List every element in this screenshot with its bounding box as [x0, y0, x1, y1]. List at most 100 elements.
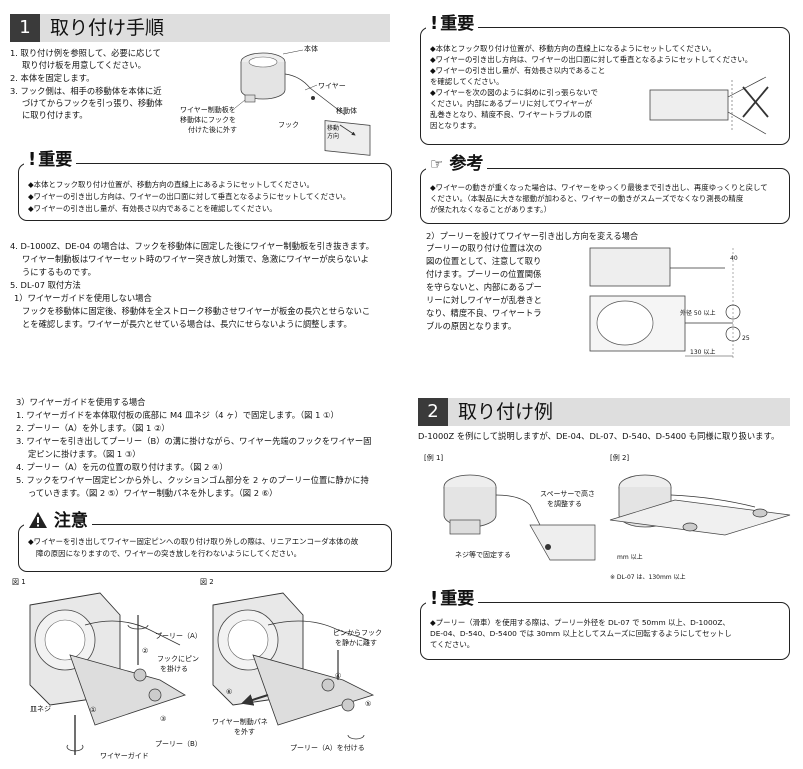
para5-line: 5. DL-07 取付方法 — [10, 280, 81, 290]
pulley-position-diagram — [589, 247, 741, 358]
warning-triangle-icon — [29, 512, 47, 528]
section-number: 1 — [10, 14, 40, 42]
fig2-pulley-a: プーリー（A）を付ける — [290, 744, 365, 752]
fig2-pinhook-1: ピンからフック — [333, 629, 382, 637]
para5-line: 1）ワイヤーガイドを使用しない場合 — [14, 293, 152, 303]
step-3b: づけてからフックを引っ張り、移動体 — [22, 98, 163, 108]
fig2-brake-2: を外す — [234, 728, 255, 736]
figure-1-drawing — [29, 592, 186, 755]
caution-box — [18, 524, 392, 572]
reference-item: ◆ワイヤーの動きが重くなった場合は、ワイヤーをゆっくり最後まで引き出し、再度ゆっ… — [430, 183, 768, 192]
step-1b: 取り付け板を用意してください。 — [22, 60, 146, 70]
exclamation-icon: ! — [28, 149, 37, 170]
fig2-num-5: ⑤ — [365, 700, 372, 708]
section-number: 2 — [418, 398, 448, 426]
fig1-guide: ワイヤーガイド — [100, 752, 149, 760]
dim-outer: 外径 50 以上 — [680, 310, 716, 317]
section-title: 取り付け手順 — [50, 17, 165, 39]
pulley-note-line: リーに対しワイヤーが乱巻きと — [426, 295, 542, 305]
reference-box — [420, 168, 790, 224]
step-1a: 1. 取り付け例を参照して、必要に応じて — [10, 48, 161, 58]
mounting-diagram — [234, 49, 371, 156]
important-item: てください。 — [430, 640, 475, 649]
label-hook: フック — [278, 121, 299, 129]
important-item: ◆本体とフック取り付け位置が、移動方向の直線上にあるようにセットしてください。 — [28, 180, 314, 189]
important-item: ◆ワイヤーの引き出し方向は、ワイヤーの出口面に対して垂直となるようにセットしてく… — [430, 55, 753, 64]
important-label-left: !重要 — [24, 149, 77, 170]
fig1-pulley-b: プーリー（B） — [155, 740, 202, 748]
ex1-spacer-2: を調整する — [547, 500, 582, 508]
fig2-pinhook-2: を静かに離す — [335, 639, 377, 647]
step-3a: 3. フック側は、相手の移動体を本体に近 — [10, 86, 162, 96]
pulley-note-line: を守らないと、内部にあるプー — [426, 282, 542, 292]
reference-item: が保たれなくなることがあります。） — [430, 205, 552, 214]
figure-2-label: 図 2 — [200, 578, 214, 586]
ex1-screw: ネジ等で固定する — [455, 551, 511, 559]
para4-line: 4. D-1000Z、DE-04 の場合は、フックを移動体に固定した後にワイヤー… — [10, 241, 374, 251]
example-1-drawing — [443, 474, 596, 561]
fig2-num-6: ⑥ — [226, 688, 233, 696]
exclamation-icon: ! — [430, 13, 439, 34]
pulley-note-line: ブルの原因となります。 — [426, 321, 517, 331]
fig2-num-4: ④ — [335, 672, 342, 680]
section-title: 取り付け例 — [458, 401, 554, 423]
caution-item: ◆ワイヤーを引き出してワイヤー固定ピンへの取り付け取り外しの際は、リニアエンコー… — [28, 537, 359, 546]
label-dir-2: 方向 — [327, 133, 340, 140]
important-item: 因となります。 — [430, 121, 481, 130]
pulley-note-line: 付けます。プーリーの位置関係 — [426, 269, 542, 279]
fig1-hookpin-2: を掛ける — [160, 665, 188, 673]
para3-line: 3. ワイヤーを引き出してプーリー（B）の溝に掛けながら、ワイヤー先端のフックを… — [16, 436, 372, 446]
reference-label: ☞ 参考 — [426, 154, 488, 174]
caution-item: 障の原因になりますので、ワイヤーの突き放しを行わないようにしてください。 — [36, 549, 301, 558]
fig1-num-3: ③ — [160, 715, 167, 723]
section-2-header: 2 取り付け例 — [418, 398, 790, 426]
fig2-brake-1: ワイヤー制動パネ — [212, 718, 268, 726]
label-wire: ワイヤー — [318, 82, 346, 90]
para4-line: うにするものです。 — [22, 267, 96, 277]
para3-line: っていきます。（図 2 ⑤）ワイヤー制動パネを外します。（図 2 ⑥） — [28, 488, 278, 498]
ex2-dim: mm 以上 — [617, 554, 643, 561]
fig1-pulley-a: プーリー（A） — [155, 632, 202, 640]
fig1-hookpin-1: フックにピン — [157, 655, 199, 663]
important-item: 乱巻きとなり、精度不良、ワイヤートラブルの原 — [430, 110, 592, 119]
important-item: ◆ワイヤーの引き出し量が、有効長さ以内であることを確認してください。 — [28, 204, 277, 213]
important-box-left — [18, 163, 392, 221]
step-3c: に取り付けます。 — [22, 110, 88, 120]
caution-label: 注意 — [24, 511, 92, 531]
important-item: ◆ワイヤーの引き出し方向は、ワイヤーの出口面に対して垂直となるようにセットしてく… — [28, 192, 351, 201]
para3-line: 3）ワイヤーガイドを使用する場合 — [16, 397, 146, 407]
section-2-intro: D-1000Z を例にして説明しますが、DE-04、DL-07、D-540、D-… — [418, 431, 780, 441]
exclamation-icon: ! — [430, 588, 439, 609]
label-mover: 移動体 — [336, 107, 357, 115]
step-2: 2. 本体を固定します。 — [10, 73, 95, 83]
dim-height: 40 — [730, 255, 738, 262]
dim-offset: 25 — [742, 335, 750, 342]
pulley-note-line: プーリーの取り付け位置は次の — [426, 243, 543, 253]
pulley-note-line: 図の位置として、注意して取り — [426, 256, 542, 266]
dim-length: 130 以上 — [690, 349, 716, 356]
fig1-num-2: ② — [142, 647, 149, 655]
label-brake-1: ワイヤー制動板を — [180, 106, 236, 114]
section-1-header: 1 取り付け手順 — [10, 14, 390, 42]
example-1-label: [例 1] — [424, 454, 444, 462]
label-dir-1: 移動 — [327, 125, 340, 132]
example-2-label: [例 2] — [610, 454, 630, 462]
important-item: DE-04、D-540、D-5400 では 30mm 以上としてスムーズに回転す… — [430, 629, 732, 638]
important-item: ◆プーリー（滑車）を使用する際は、プーリー外径を DL-07 で 50mm 以上… — [430, 618, 730, 627]
label-body: 本体 — [304, 45, 318, 53]
important-item: ◆本体とフック取り付け位置が、移動方向の直線上になるようにセットしてください。 — [430, 44, 716, 53]
reference-item: ください。（本製品に大きな振動が加わると、ワイヤーの動きがスムーズでなくなり測長… — [430, 194, 744, 203]
important-box-right — [420, 27, 790, 145]
important-box-bottom — [420, 602, 790, 660]
fig1-screw: 皿ネジ — [30, 705, 51, 713]
example-2-drawing — [609, 474, 791, 536]
figure-2-drawing — [212, 592, 375, 740]
para3-line: 1. ワイヤーガイドを本体取付板の底部に M4 皿ネジ（4 ヶ）で固定します。（… — [16, 410, 339, 420]
important-item: を確認してください。 — [430, 77, 504, 86]
important-label-right: !重要 — [426, 13, 479, 34]
important-item: ください。内部にあるプーリに対してワイヤーが — [430, 99, 593, 108]
label-brake-3: 付けた後に外す — [188, 126, 237, 134]
para3-line: 2. プーリー（A）を外します。（図 1 ②） — [16, 423, 170, 433]
para5-line: フックを移動体に固定後、移動体を全ストローク移動させワイヤーが板金の長穴とせらな… — [22, 306, 371, 316]
fig1-num-1: ① — [90, 706, 97, 714]
